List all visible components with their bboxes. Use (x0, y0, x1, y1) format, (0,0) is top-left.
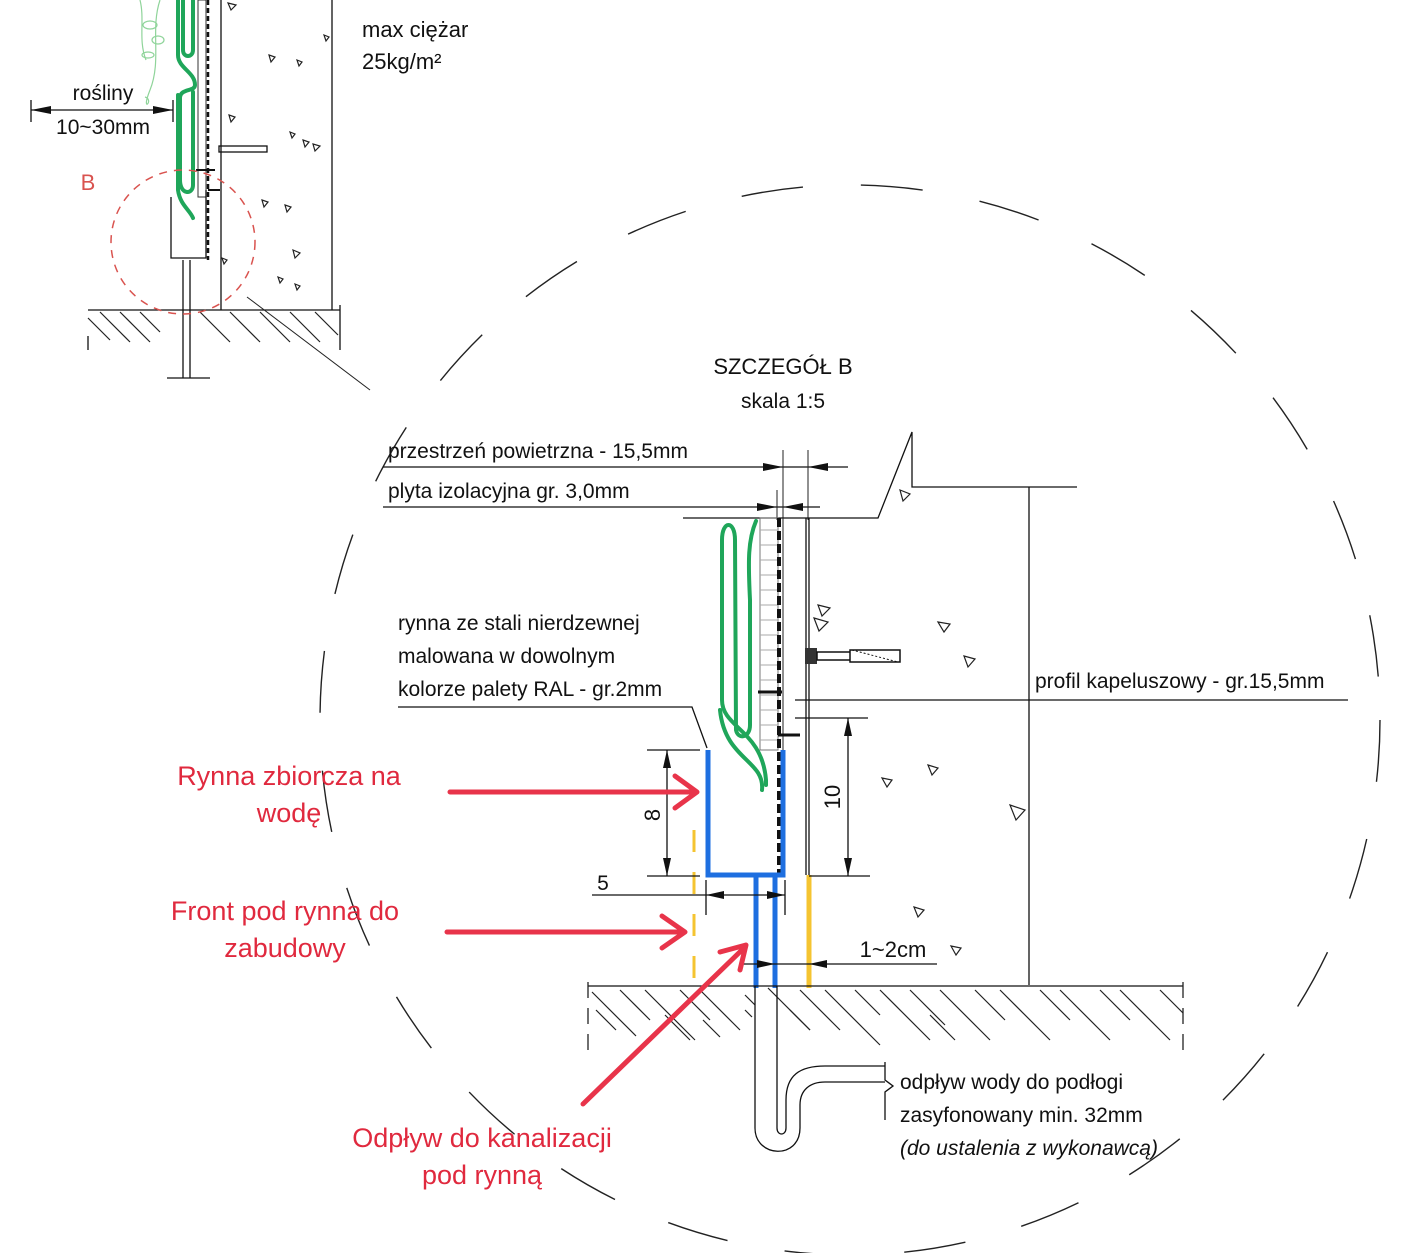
arrow-to-gutter (447, 773, 700, 811)
floor-hatch-overview (87, 311, 339, 343)
plant-pocket-lower (176, 0, 197, 194)
drain-desc-line-1: odpływ wody do podłogi (900, 1071, 1123, 1094)
fasteners (758, 648, 901, 737)
dim-gutter-height: 8 (640, 809, 665, 821)
detail-b-section: SZCZEGÓŁ B skala 1:5 przestrzeń powietrz… (383, 354, 1348, 1160)
detail-marker-label: B (81, 170, 96, 195)
drain-desc-line-2: zasyfonowany min. 32mm (900, 1104, 1143, 1127)
dim-gap: 1~2cm (860, 937, 927, 962)
insulation-hatch (760, 529, 778, 741)
plant-pocket-upper (181, 0, 195, 58)
hat-profile-label: profil kapeluszowy - gr.15,5mm (1035, 670, 1324, 693)
annotation-front-1: Front pod rynna do (171, 896, 399, 926)
concrete-aggregate-detail (813, 488, 1027, 957)
drain-desc-line-3: (do ustalenia z wykonawcą) (900, 1137, 1158, 1160)
max-weight-value: 25kg/m² (362, 49, 441, 74)
plants-label: rośliny (73, 82, 134, 105)
detail-scale: skala 1:5 (741, 390, 825, 413)
arrow-to-drain (580, 942, 749, 1107)
detail-b-boundary (319, 184, 1381, 1253)
collector-gutter (705, 750, 786, 878)
plant-sketch (139, 0, 165, 105)
concrete-aggregate (221, 2, 330, 292)
gutter-desc-line-1: rynna ze stali nierdzewnej (398, 612, 640, 635)
annotation-collector-gutter-2: wodę (256, 798, 322, 828)
gutter-desc-line-3: kolorze palety RAL - gr.2mm (398, 678, 662, 701)
annotation-front-2: zabudowy (224, 933, 346, 963)
detail-b-marker-circle (110, 169, 256, 315)
anchor-icon (218, 145, 268, 153)
gutter-desc-line-2: malowana w dowolnym (398, 645, 615, 668)
plant-pocket (720, 519, 768, 787)
siphon-pipe (754, 986, 885, 1152)
floor-hatch-detail (591, 987, 1184, 1046)
air-gap-label: przestrzeń powietrzna - 15,5mm (388, 440, 688, 463)
red-annotations: Rynna zbiorcza na wodę Front pod rynna d… (171, 761, 749, 1190)
annotation-drain-1: Odpływ do kanalizacji (352, 1123, 612, 1153)
annotation-collector-gutter-1: Rynna zbiorcza na (177, 761, 402, 791)
dim-front-offset: 5 (597, 872, 609, 895)
detail-title: SZCZEGÓŁ B (713, 354, 852, 379)
dim-profile-height: 10 (820, 785, 845, 809)
plants-dimension: 10~30mm (56, 116, 150, 139)
insulation-label: plyta izolacyjna gr. 3,0mm (388, 480, 630, 503)
overview-section: rośliny 10~30mm B max ciężar 25kg/m² (30, 0, 468, 391)
max-weight-label: max ciężar (362, 17, 468, 42)
arrow-to-front (444, 913, 688, 951)
annotation-drain-2: pod rynną (422, 1160, 543, 1190)
